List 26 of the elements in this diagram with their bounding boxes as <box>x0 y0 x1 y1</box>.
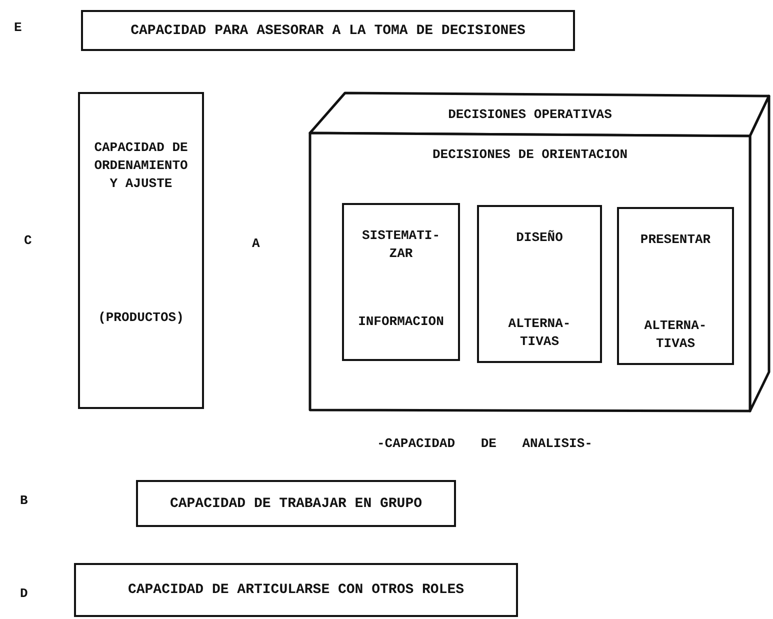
box-heading: PRESENTAR <box>640 231 711 249</box>
task-box <box>477 205 602 363</box>
section-letter: A <box>252 236 260 251</box>
box-text: ALTERNA- TIVAS <box>644 317 707 353</box>
box-text: CAPACIDAD PARA ASESORAR A LA TOMA DE DECISIONES <box>130 22 526 38</box>
text-box <box>81 10 575 51</box>
section-letter: E <box>14 20 22 35</box>
task-box <box>617 207 734 365</box>
text-box <box>136 480 456 527</box>
text-box <box>74 563 518 617</box>
front-face-heading: DECISIONES DE ORIENTACION <box>431 147 629 162</box>
caption-text: -CAPACIDAD DE ANALISIS- <box>377 436 592 451</box>
task-box <box>342 203 460 361</box>
top-face-heading: DECISIONES OPERATIVAS <box>447 107 613 122</box>
section-letter: C <box>24 233 32 248</box>
box-text: ALTERNA- TIVAS <box>508 315 571 351</box>
box-text: CAPACIDAD DE ARTICULARSE CON OTROS ROLES <box>128 582 464 598</box>
box-heading: CAPACIDAD DE ORDENAMIENTO Y AJUSTE <box>94 139 188 193</box>
box-text: (PRODUCTOS) <box>98 309 184 327</box>
box-heading: DISEÑO <box>516 229 563 247</box>
box-heading: SISTEMATI- ZAR <box>362 227 440 263</box>
tall-box <box>78 92 204 409</box>
box-text: INFORMACION <box>358 313 444 331</box>
section-letter: D <box>20 586 28 601</box>
section-letter: B <box>20 493 28 508</box>
box-text: CAPACIDAD DE TRABAJAR EN GRUPO <box>170 496 422 512</box>
